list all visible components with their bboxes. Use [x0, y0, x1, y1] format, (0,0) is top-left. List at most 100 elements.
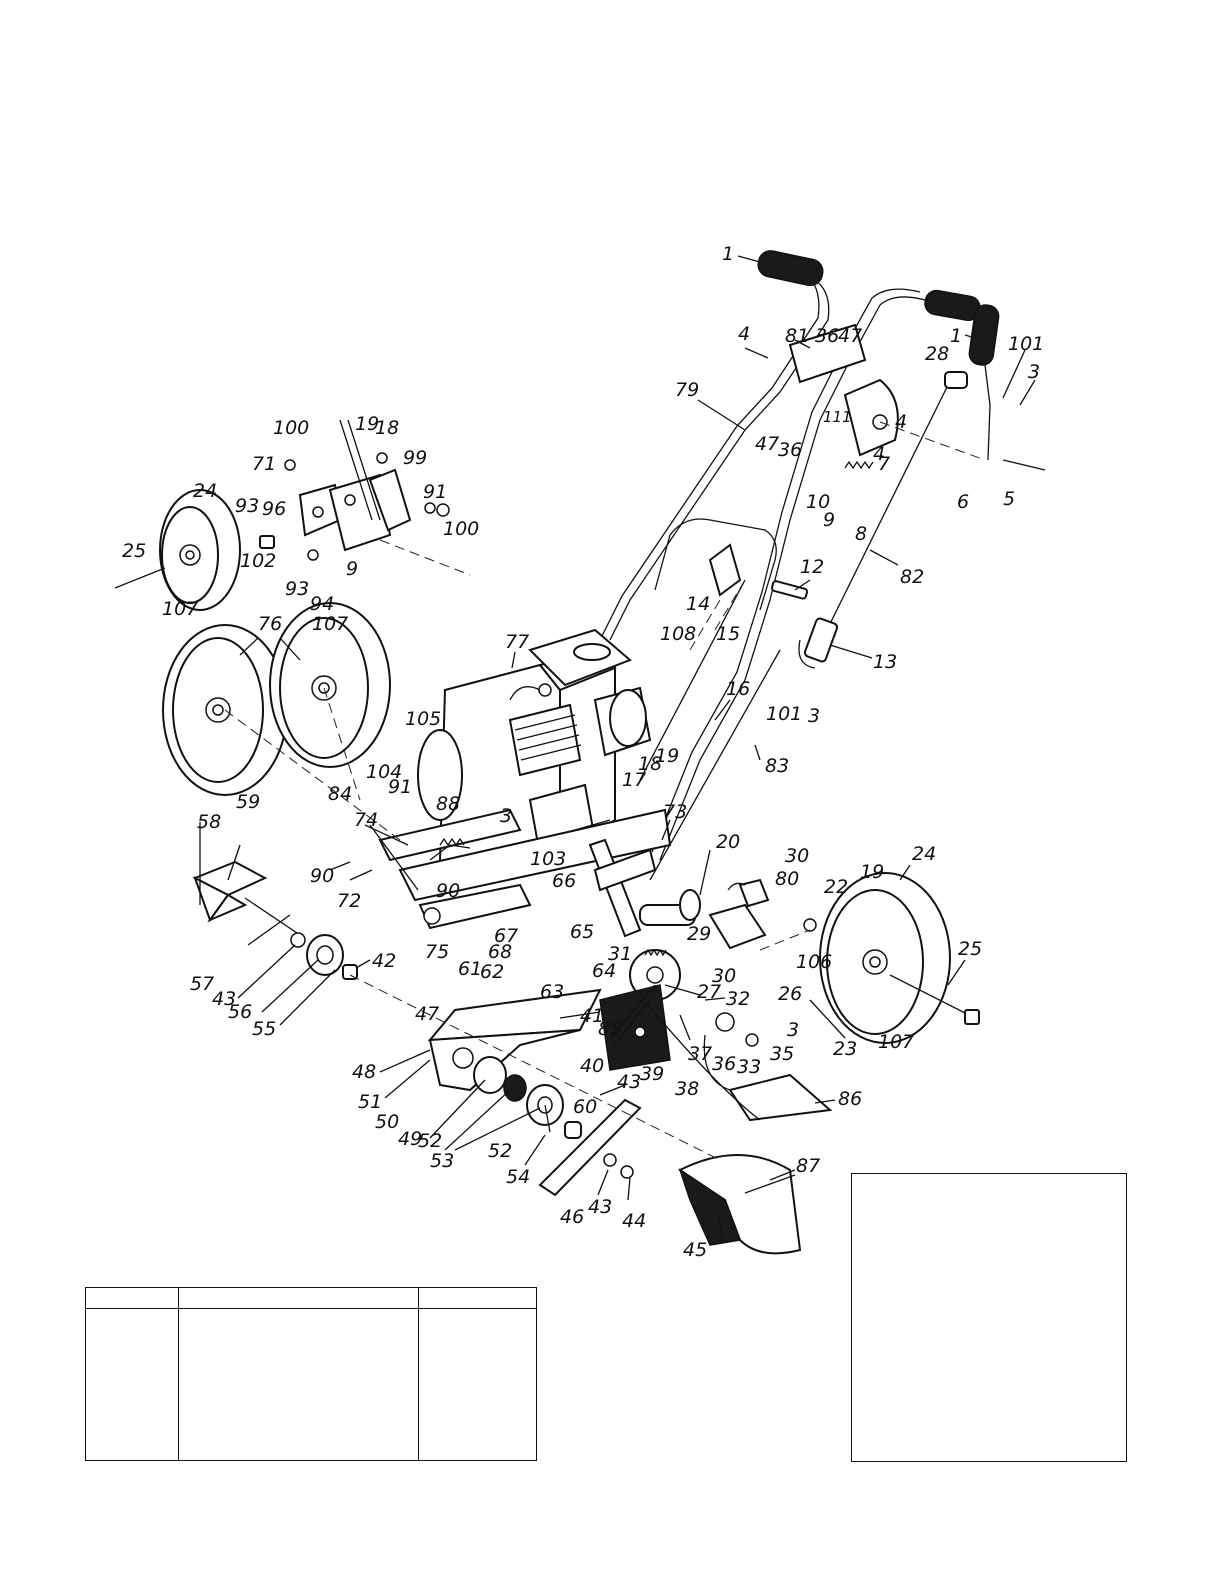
callout-label: 90	[310, 865, 334, 887]
callout-label: 13	[873, 651, 897, 673]
callout-label: 20	[716, 831, 740, 853]
callout-label: 75	[425, 941, 449, 963]
note-box	[851, 1173, 1127, 1462]
callout-labels: 1 1 4 81 36 47 28 101 3 79 47 36 111 4 7…	[122, 243, 1044, 1261]
callout-label: 12	[800, 556, 824, 578]
left-grip	[757, 250, 824, 287]
callout-label: 1	[950, 325, 962, 347]
callout-label: 53	[430, 1150, 454, 1172]
callout-label: 15	[716, 623, 740, 645]
callout-label: 7	[878, 453, 890, 475]
callout-label: 90	[436, 880, 460, 902]
parts-table-divider	[418, 1288, 419, 1460]
callout-label: 104	[366, 761, 402, 783]
callout-label: 68	[488, 941, 512, 963]
callout-label: 39	[640, 1063, 664, 1085]
callout-label: 83	[765, 755, 789, 777]
callout-label: 63	[540, 981, 564, 1003]
callout-label: 18	[375, 417, 399, 439]
callout-label: 102	[240, 550, 276, 572]
callout-label: 47	[415, 1003, 439, 1025]
callout-label: 107	[878, 1031, 914, 1053]
callout-label: 9	[346, 558, 358, 580]
callout-label: 43	[588, 1196, 612, 1218]
lower-parts	[538, 1004, 833, 1255]
wheels-pair-76	[162, 602, 391, 796]
callout-label: 99	[403, 447, 427, 469]
frame-deck	[378, 808, 701, 1071]
callout-label: 86	[838, 1088, 862, 1110]
callout-label: 22	[824, 876, 848, 898]
callout-label: 77	[505, 631, 529, 653]
callout-label: 49	[398, 1128, 422, 1150]
wheel-right	[708, 872, 980, 1047]
callout-label: 74	[354, 809, 378, 831]
callout-label: 1	[722, 243, 734, 265]
callout-label: 42	[372, 950, 396, 972]
callout-label: 46	[560, 1206, 584, 1228]
callout-label: 105	[405, 708, 441, 730]
callout-label: 17	[622, 769, 646, 791]
guard-59	[192, 860, 268, 923]
callout-label: 30	[785, 845, 809, 867]
callout-label: 5	[1003, 488, 1015, 510]
callout-label: 66	[552, 870, 576, 892]
callout-label: 32	[726, 988, 750, 1010]
callout-label: 45	[683, 1239, 707, 1261]
callout-label: 101	[1008, 333, 1044, 355]
callout-label: 48	[352, 1061, 376, 1083]
callout-label: 88	[436, 793, 460, 815]
callout-label: 59	[236, 791, 260, 813]
callout-label: 56	[228, 1001, 252, 1023]
callout-label: 28	[925, 343, 949, 365]
callout-label: 3	[808, 705, 820, 727]
callout-label: 60	[573, 1096, 597, 1118]
callout-label: 36	[815, 325, 839, 347]
callout-label: 36	[712, 1053, 736, 1075]
callout-label: 57	[190, 973, 214, 995]
callout-label: 107	[162, 598, 198, 620]
callout-label: 108	[660, 623, 696, 645]
control-lever-grip	[968, 304, 1000, 366]
dashed-leaders	[224, 421, 986, 1161]
callout-label: 62	[480, 961, 504, 983]
callout-label: 87	[796, 1155, 820, 1177]
callout-label: 8	[855, 523, 867, 545]
callout-label: 47	[755, 433, 779, 455]
handle-assembly	[601, 250, 1046, 881]
shaft-bearings	[244, 897, 602, 1139]
callout-label: 23	[833, 1038, 857, 1060]
callout-label: 14	[686, 593, 710, 615]
callout-label: 111	[823, 408, 852, 426]
callout-label: 101	[766, 703, 802, 725]
callout-label: 3	[787, 1019, 799, 1041]
callout-label: 61	[458, 958, 482, 980]
callout-label: 19	[355, 413, 379, 435]
callout-label: 25	[958, 938, 982, 960]
callout-label: 50	[375, 1111, 399, 1133]
callout-label: 43	[212, 988, 236, 1010]
callout-label: 16	[726, 678, 750, 700]
wheel-height-bracket	[284, 419, 450, 561]
callout-label: 106	[796, 951, 832, 973]
callout-label: 30	[712, 965, 736, 987]
callout-label: 26	[778, 983, 802, 1005]
callout-label: 27	[697, 981, 721, 1003]
callout-label: 24	[193, 480, 217, 502]
callout-label: 81	[785, 325, 809, 347]
label-leaders	[199, 255, 1036, 1239]
callout-label: 3	[1028, 361, 1040, 383]
callout-label: 51	[358, 1091, 382, 1113]
callout-label: 25	[122, 540, 146, 562]
wheel-upper-left	[114, 489, 275, 611]
callout-label: 9	[823, 509, 835, 531]
callout-label: 79	[675, 379, 699, 401]
callout-label: 4	[873, 443, 885, 465]
callout-label: 100	[273, 417, 309, 439]
callout-label: 3	[500, 805, 512, 827]
callout-label: 24	[912, 843, 936, 865]
callout-label: 10	[806, 491, 830, 513]
callout-label: 76	[258, 613, 282, 635]
callout-label: 33	[737, 1056, 761, 1078]
